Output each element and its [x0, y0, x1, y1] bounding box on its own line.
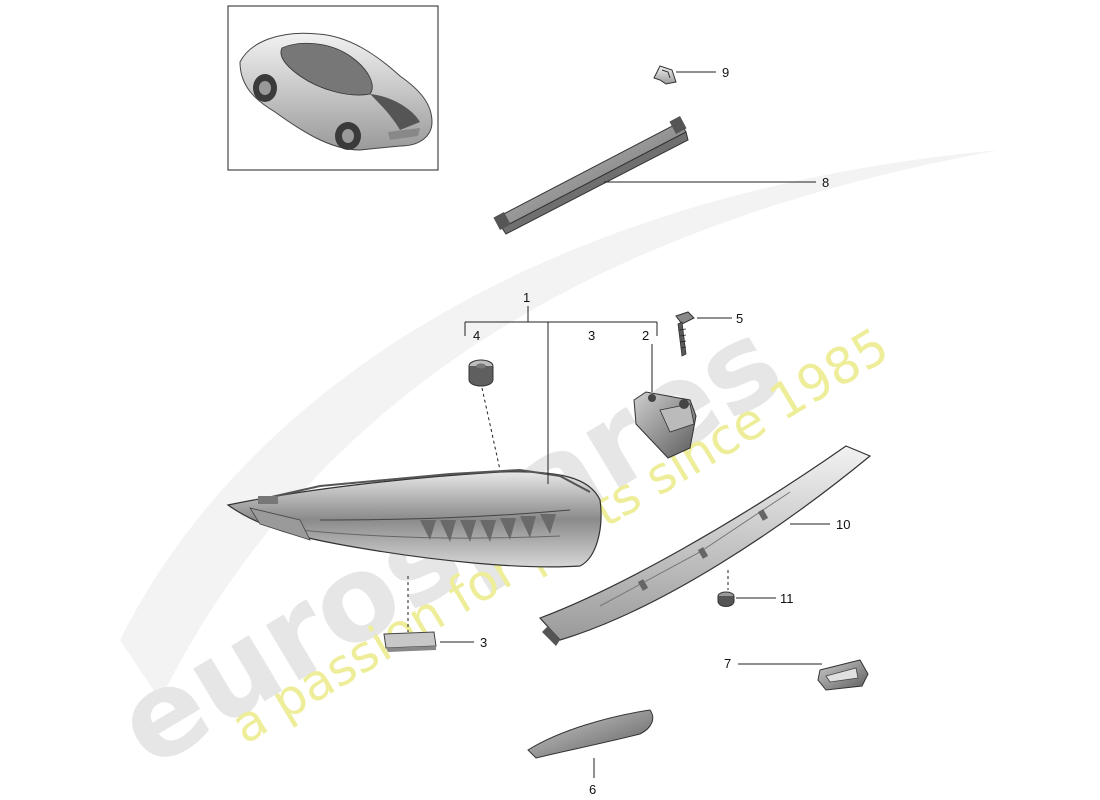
side-reflector-icon	[527, 709, 654, 759]
car-overview-icon	[239, 32, 433, 151]
callout-3-top: 3	[588, 328, 595, 343]
leader-lines	[407, 71, 830, 778]
callout-11: 11	[780, 591, 794, 606]
light-strip-icon	[538, 445, 872, 646]
seal-strip-icon	[383, 631, 437, 652]
callout-2: 2	[642, 328, 649, 343]
nut-icon	[717, 591, 735, 607]
callout-4: 4	[473, 328, 480, 343]
clip-icon	[653, 65, 677, 85]
watermark: eurospares a passion for parts since 198…	[93, 150, 1000, 794]
screw-icon	[675, 311, 695, 357]
callout-8: 8	[822, 175, 829, 190]
callout-10: 10	[836, 517, 850, 532]
callout-1: 1	[523, 290, 530, 305]
bracket-icon	[633, 391, 697, 459]
grommet-icon	[468, 359, 494, 387]
watermark-swoosh	[120, 150, 1000, 700]
callouts: 1 2 3 3 4 5 6 7 8 9 10 11	[473, 65, 850, 797]
callout-7: 7	[724, 656, 731, 671]
tail-light-icon	[226, 468, 602, 568]
callout-6: 6	[589, 782, 596, 797]
callout-5: 5	[736, 311, 743, 326]
callout-3-bottom: 3	[480, 635, 487, 650]
car-thumbnail	[227, 5, 439, 171]
license-lamp-icon	[817, 659, 869, 691]
callout-9: 9	[722, 65, 729, 80]
third-brake-light-icon	[493, 116, 689, 235]
